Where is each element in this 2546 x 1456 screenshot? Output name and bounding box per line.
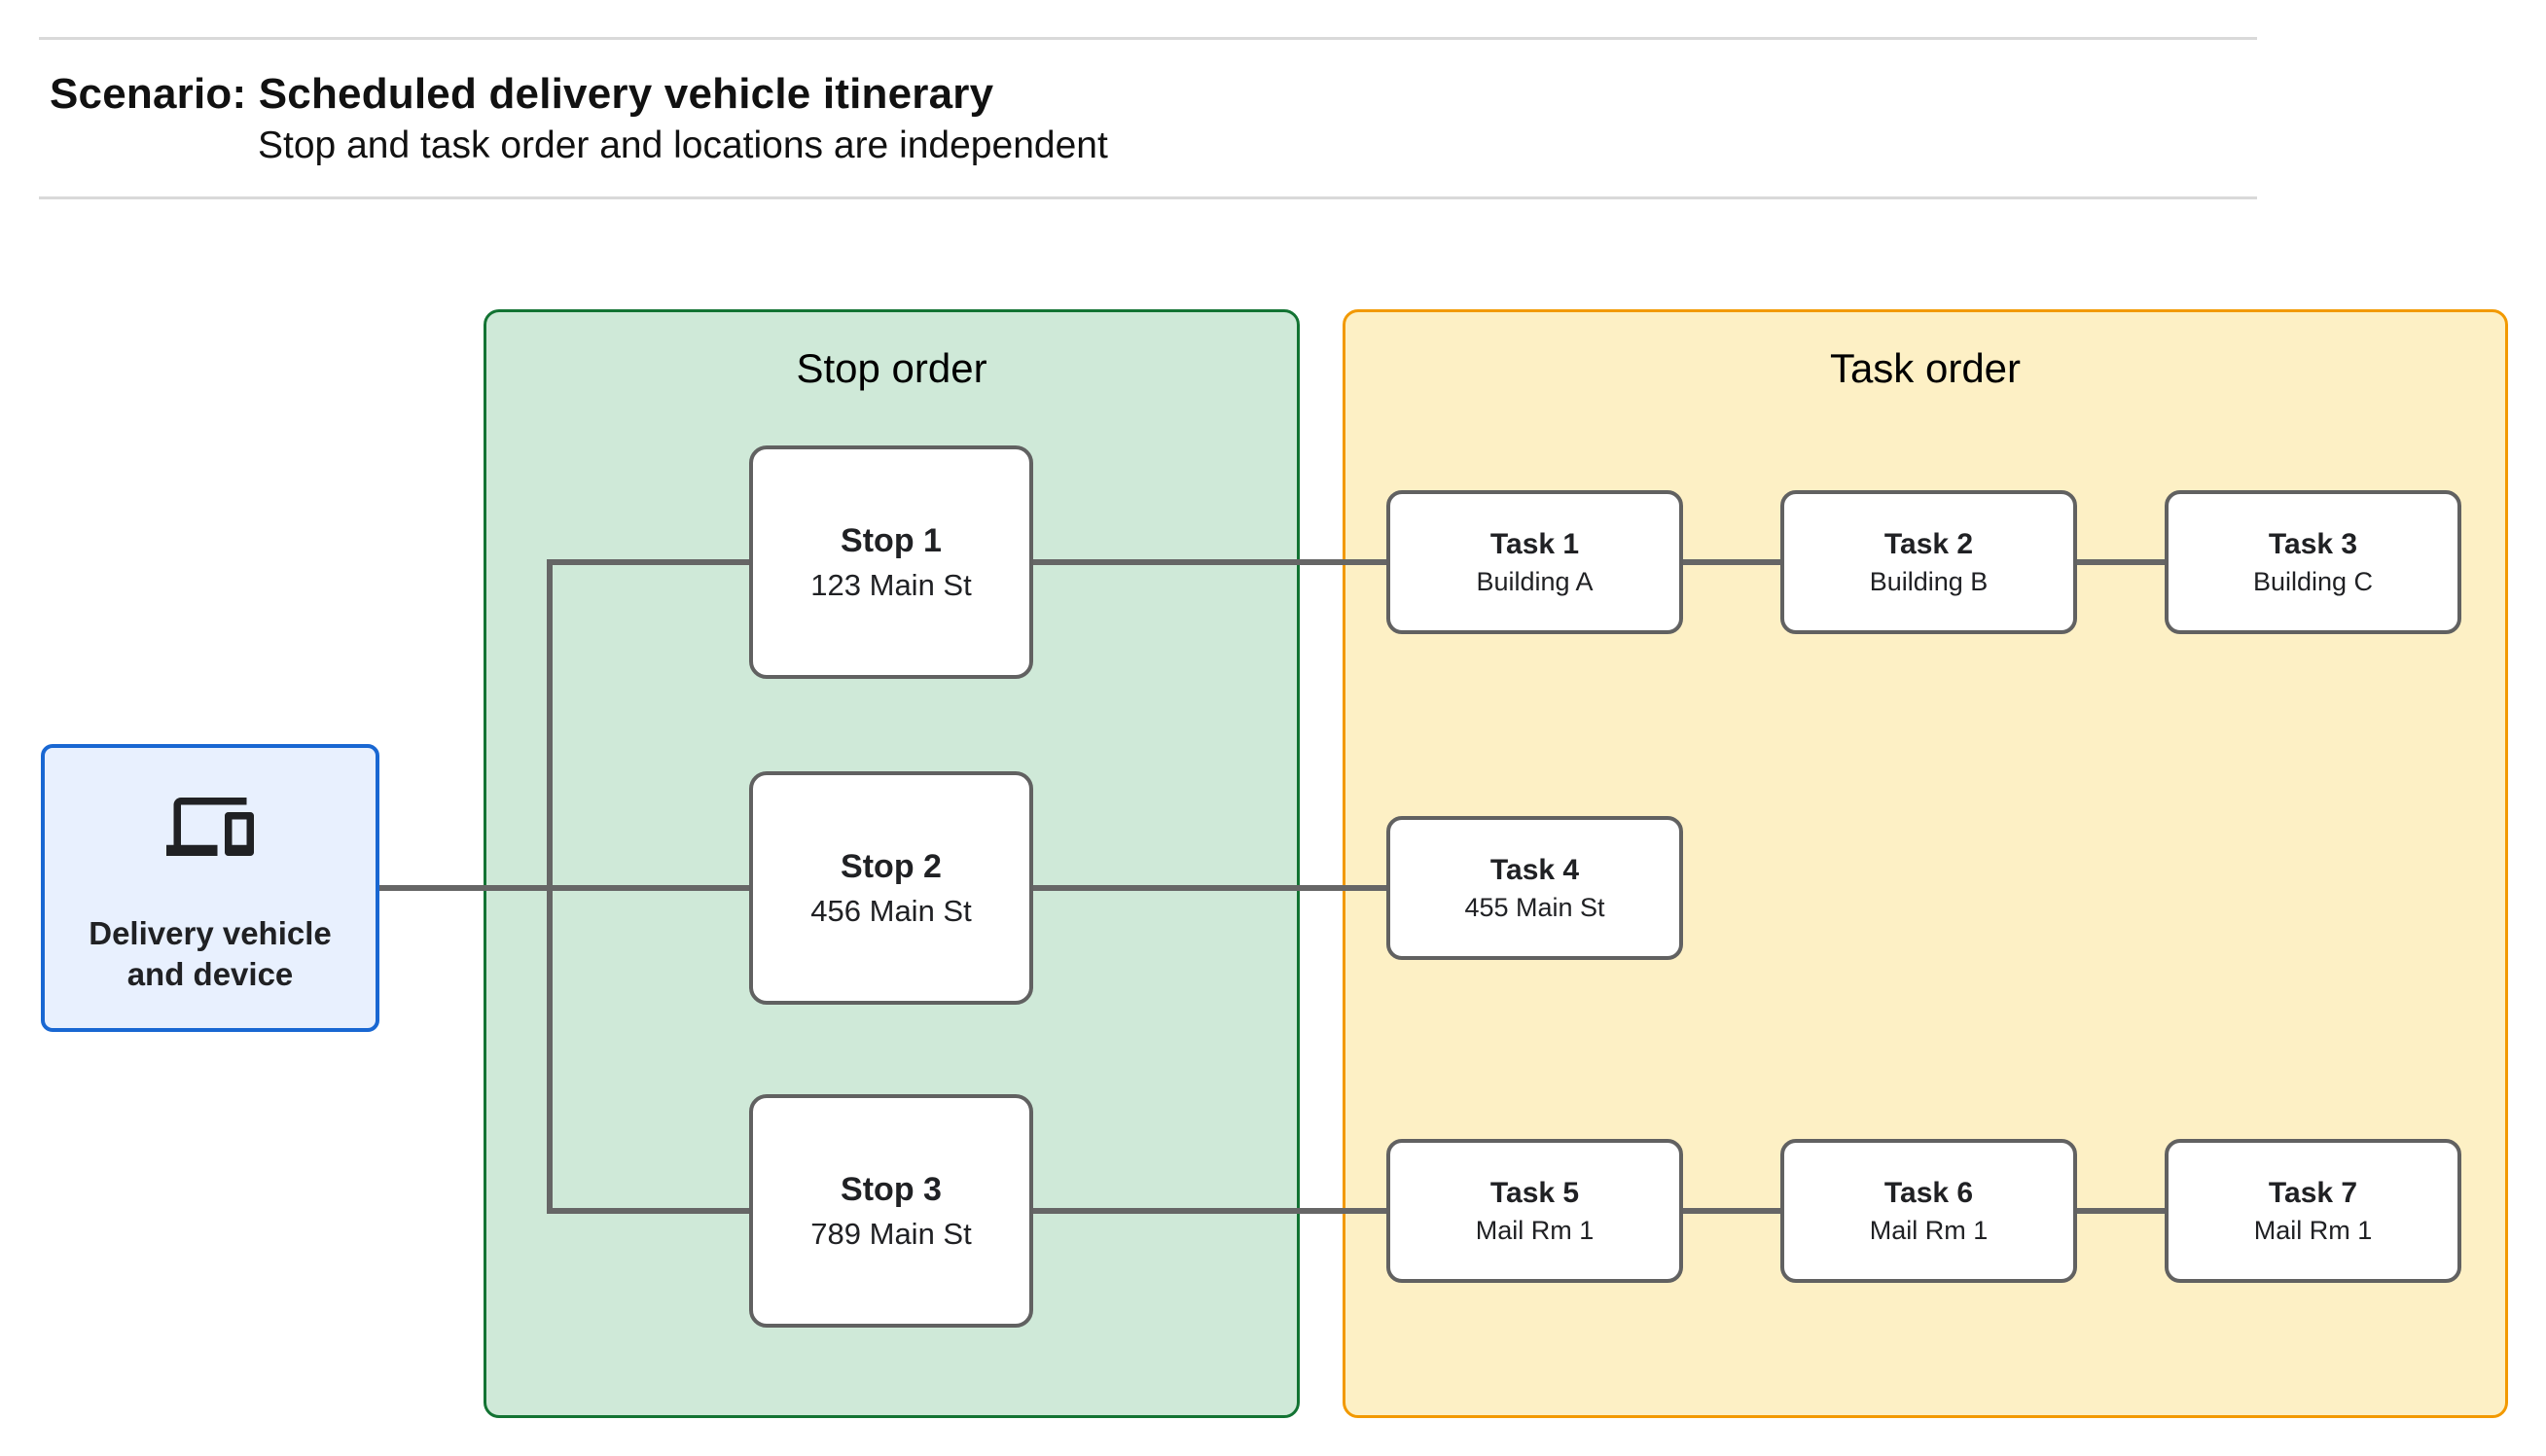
task-3-title: Task 3 <box>2268 527 2358 560</box>
task-3-location: Building C <box>2252 566 2374 596</box>
connector-trunk-to-stop3 <box>547 1208 751 1214</box>
task-2-location: Building B <box>1869 566 1989 596</box>
connector-delivery-to-stop2 <box>377 885 751 891</box>
task-6-title: Task 6 <box>1883 1176 1974 1209</box>
stop-order-panel-title: Stop order <box>796 345 987 391</box>
task-5-location: Mail Rm 1 <box>1475 1215 1595 1245</box>
stop-3-title: Stop 3 <box>841 1170 942 1208</box>
stop-2-node: Stop 2 456 Main St <box>749 771 1033 1005</box>
task-4-location: 455 Main St <box>1464 892 1605 922</box>
connector-trunk-to-stop1 <box>547 559 751 565</box>
task-6-node: Task 6 Mail Rm 1 <box>1780 1139 2077 1283</box>
task-2-node: Task 2 Building B <box>1780 490 2077 634</box>
task-5-node: Task 5 Mail Rm 1 <box>1386 1139 1683 1283</box>
header-divider <box>39 196 2257 199</box>
task-1-location: Building A <box>1476 566 1594 596</box>
top-divider <box>39 37 2257 40</box>
task-7-location: Mail Rm 1 <box>2253 1215 2373 1245</box>
delivery-vehicle-label: Delivery vehicle and device <box>89 915 332 993</box>
stop-3-node: Stop 3 789 Main St <box>749 1094 1033 1328</box>
task-7-title: Task 7 <box>2268 1176 2358 1209</box>
stop-1-title: Stop 1 <box>841 521 942 559</box>
connector-stop1-to-task1 <box>1031 559 1388 565</box>
stop-3-address: 789 Main St <box>810 1216 972 1251</box>
task-1-title: Task 1 <box>1489 527 1580 560</box>
stop-1-address: 123 Main St <box>810 567 972 602</box>
task-4-node: Task 4 455 Main St <box>1386 816 1683 960</box>
connector-task5-to-task6 <box>1681 1208 1782 1214</box>
connector-task1-to-task2 <box>1681 559 1782 565</box>
delivery-vehicle-node: Delivery vehicle and device <box>41 744 379 1032</box>
task-6-location: Mail Rm 1 <box>1869 1215 1989 1245</box>
connector-stop3-to-task5 <box>1031 1208 1388 1214</box>
task-2-title: Task 2 <box>1883 527 1974 560</box>
task-1-node: Task 1 Building A <box>1386 490 1683 634</box>
task-order-panel-title: Task order <box>1829 345 2022 391</box>
task-7-node: Task 7 Mail Rm 1 <box>2165 1139 2461 1283</box>
page-title: Scenario: Scheduled delivery vehicle iti… <box>50 70 994 118</box>
task-3-node: Task 3 Building C <box>2165 490 2461 634</box>
stop-1-node: Stop 1 123 Main St <box>749 445 1033 679</box>
stop-2-address: 456 Main St <box>810 893 972 928</box>
task-4-title: Task 4 <box>1489 853 1580 886</box>
page-subtitle: Stop and task order and locations are in… <box>258 124 1108 166</box>
task-5-title: Task 5 <box>1489 1176 1580 1209</box>
connector-task2-to-task3 <box>2075 559 2167 565</box>
connector-stop2-to-task4 <box>1031 885 1388 891</box>
connector-stop-trunk <box>547 559 553 1214</box>
devices-icon <box>166 795 254 859</box>
stop-2-title: Stop 2 <box>841 847 942 885</box>
connector-task6-to-task7 <box>2075 1208 2167 1214</box>
